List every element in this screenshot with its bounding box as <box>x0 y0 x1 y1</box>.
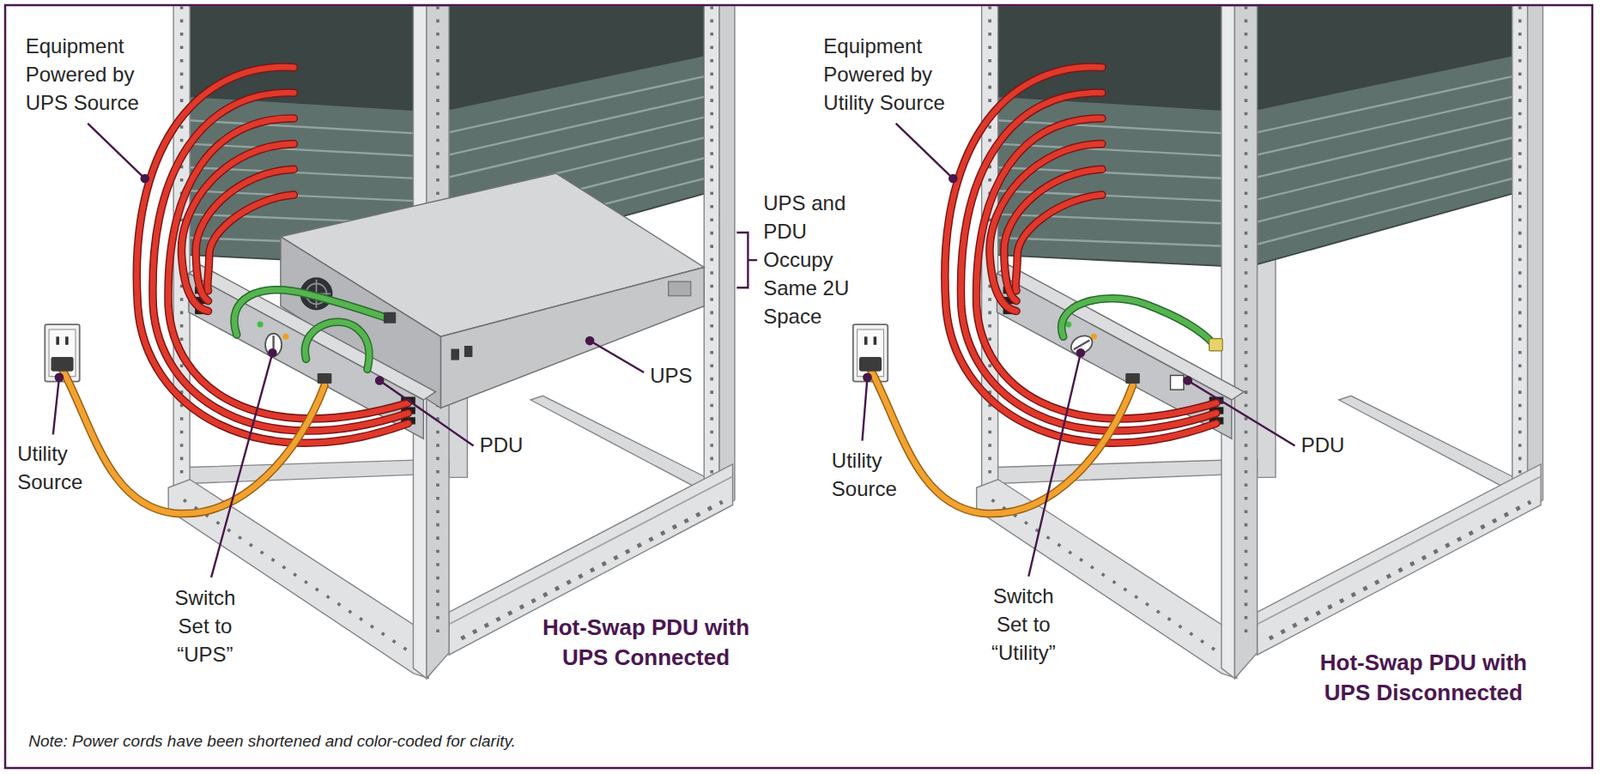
utility-feed <box>44 324 332 515</box>
plug <box>1209 339 1223 352</box>
leader-dot <box>141 175 149 182</box>
leader-line <box>1187 380 1296 446</box>
ups-outlet <box>464 345 473 358</box>
leader-line <box>87 123 146 179</box>
panel-title: Hot-Swap PDU with UPS Disconnected <box>1306 648 1540 709</box>
ups-cord <box>234 290 388 335</box>
selector-switch <box>1067 332 1096 358</box>
rack-frame <box>168 6 735 679</box>
ups-outlet <box>450 349 460 361</box>
leader-dot <box>863 374 871 382</box>
leader-line <box>53 377 60 436</box>
switch-knob <box>265 333 282 357</box>
callout-label: Equipment Powered by UPS Source <box>25 31 172 117</box>
leader-line <box>379 380 473 446</box>
callout-label: Utility Source <box>17 439 104 497</box>
leader-line <box>896 123 954 179</box>
leader-dot <box>375 376 383 384</box>
leader-dot <box>1077 349 1085 357</box>
leader-line <box>1028 352 1081 576</box>
callout-label: UPS and PDU Occupy Same 2U Space <box>763 188 860 331</box>
callout-label: Switch Set to “UPS” <box>162 583 249 669</box>
callout-label: Equipment Powered by Utility Source <box>823 31 970 117</box>
panel-title: Hot-Swap PDU with UPS Connected <box>529 612 764 673</box>
rack-frame <box>976 6 1544 679</box>
span-bracket <box>736 232 758 288</box>
switch-pointer <box>1073 339 1091 350</box>
callout-label: PDU <box>479 430 549 460</box>
footnote: Note: Power cords have been shortened an… <box>28 731 1231 752</box>
bypass-cord <box>1061 298 1224 352</box>
selector-switch <box>265 333 282 357</box>
plug <box>383 312 396 324</box>
figure-frame <box>5 5 1593 769</box>
ups-panel <box>668 281 691 297</box>
leader-dot <box>268 349 276 357</box>
ups-cords <box>234 290 396 370</box>
leader-dot <box>55 374 63 382</box>
leader-lines <box>53 123 1296 578</box>
leader-line <box>211 352 273 578</box>
leader-dot <box>949 175 957 182</box>
equipment-cords <box>945 66 1217 443</box>
leader-line <box>862 377 868 442</box>
callout-label: PDU <box>1301 430 1370 460</box>
ups-cord <box>304 321 370 370</box>
callout-label: UPS <box>649 361 719 390</box>
callout-label: Switch Set to “Utility” <box>980 581 1067 667</box>
leader-dot <box>586 337 594 345</box>
ups-cord <box>234 290 388 335</box>
ups-cord <box>304 321 370 370</box>
callout-label: Utility Source <box>831 446 918 504</box>
ups-side <box>441 266 705 408</box>
left-panel <box>44 6 735 679</box>
right-panel <box>853 6 1544 679</box>
equipment-cords <box>136 66 408 443</box>
leader-line <box>589 340 644 373</box>
pdu-outlet-white <box>1170 375 1184 390</box>
switch-knob <box>1067 332 1096 358</box>
leader-dot <box>1184 376 1192 384</box>
